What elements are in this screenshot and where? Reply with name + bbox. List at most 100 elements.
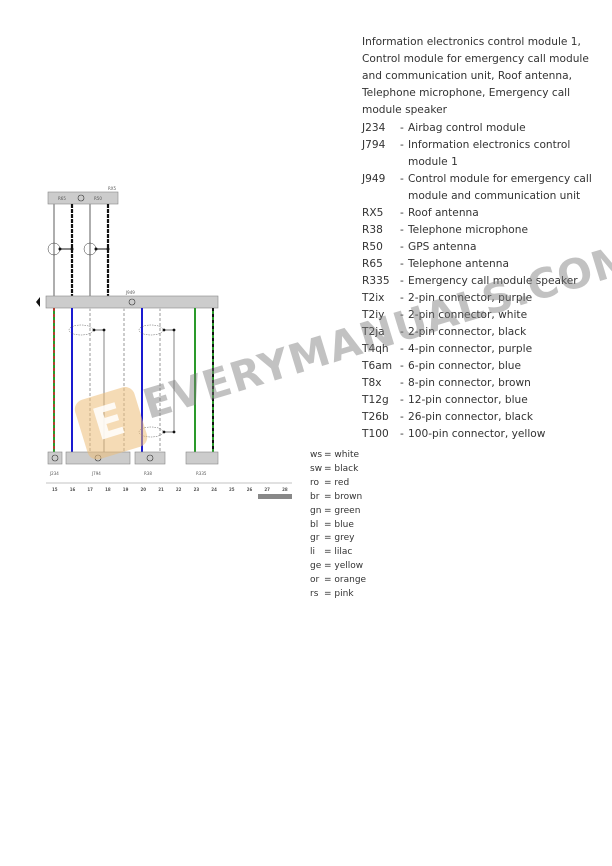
color-name: = green <box>324 505 361 516</box>
legend-code: T2ja <box>362 326 385 338</box>
grid-number: 20 <box>141 487 147 492</box>
legend-text: Control module for emergency call module… <box>408 173 592 202</box>
color-code-item: gn= green <box>310 505 366 519</box>
color-code: li <box>310 547 316 558</box>
color-code-item: gr = grey <box>310 532 366 546</box>
ground-icon <box>77 194 85 202</box>
main-module-label: J949 <box>125 290 135 295</box>
top-sub1-label: R65 <box>58 196 66 201</box>
color-name: = black <box>324 463 359 474</box>
color-code-item: br= brown <box>310 491 366 505</box>
legend-code: T26b <box>362 411 389 423</box>
top-module-label: RX5 <box>108 186 117 191</box>
legend-item: T100-100-pin connector, yellow <box>362 426 602 443</box>
module-box-r38 <box>134 451 166 465</box>
legend-text: 8-pin connector, brown <box>408 377 531 389</box>
legend-code: R50 <box>362 241 383 253</box>
grid-number: 18 <box>105 487 111 492</box>
grid-number: 21 <box>158 487 164 492</box>
diagram-id-badge <box>258 494 292 499</box>
bottom-label-j794: J794 <box>91 471 101 476</box>
legend-code: J234 <box>362 122 386 134</box>
legend-text: Emergency call module speaker <box>408 275 578 287</box>
grid-number: 17 <box>87 487 93 492</box>
legend-code: R38 <box>362 224 383 236</box>
legend-text: 100-pin connector, yellow <box>408 428 546 440</box>
legend-item: R335-Emergency call module speaker <box>362 273 602 290</box>
legend-item: T4qh-4-pin connector, purple <box>362 341 602 358</box>
legend-text: 4-pin connector, purple <box>408 343 533 355</box>
color-code: gr <box>310 533 320 544</box>
module-box-r335 <box>185 451 219 465</box>
grid-number: 16 <box>70 487 76 492</box>
color-code-item: sw= black <box>310 463 366 477</box>
legend-item: T12g-12-pin connector, blue <box>362 392 602 409</box>
color-name: = pink <box>324 589 354 600</box>
color-name: = red <box>324 477 350 488</box>
module-box-j234 <box>47 451 63 465</box>
legend-text: Telephone microphone <box>408 224 529 236</box>
grid-number: 25 <box>229 487 235 492</box>
color-code: ro <box>310 477 320 488</box>
legend-item: J949-Control module for emergency call m… <box>362 171 602 205</box>
legend-text: 2-pin connector, black <box>408 326 527 338</box>
ground-icon <box>128 298 136 306</box>
legend-text: Telephone antenna <box>408 258 509 270</box>
legend-code: J949 <box>362 173 386 185</box>
legend-text: Information electronics control module 1 <box>408 139 571 168</box>
legend-item: R65-Telephone antenna <box>362 256 602 273</box>
main-module-box <box>45 295 219 309</box>
color-code: ge <box>310 561 322 572</box>
bottom-label-j234: J234 <box>49 471 59 476</box>
legend-code: T4qh <box>362 343 389 355</box>
grid-number: 19 <box>123 487 129 492</box>
legend-item: R50-GPS antenna <box>362 239 602 256</box>
grid-number: 27 <box>264 487 270 492</box>
legend-item: T8x-8-pin connector, brown <box>362 375 602 392</box>
module-wires <box>53 308 214 452</box>
color-name: = grey <box>324 533 355 544</box>
legend-item: RX5-Roof antenna <box>362 205 602 222</box>
grid-number: 22 <box>176 487 182 492</box>
bottom-label-r335: R335 <box>196 471 207 476</box>
color-code-item: li = lilac <box>310 546 366 560</box>
color-name: = brown <box>324 491 363 502</box>
legend-code: R65 <box>362 258 383 270</box>
color-code: sw <box>310 463 323 474</box>
legend-text: Roof antenna <box>408 207 479 219</box>
legend-code: J794 <box>362 139 386 151</box>
module-box-j794 <box>65 451 131 465</box>
legend-text: Airbag control module <box>408 122 526 134</box>
color-code: gn <box>310 505 322 516</box>
color-code: bl <box>310 519 319 530</box>
arrow-icon <box>36 297 40 307</box>
color-code: or <box>310 575 320 586</box>
legend-item: T2iy-2-pin connector, white <box>362 307 602 324</box>
grid-number: 23 <box>194 487 200 492</box>
color-name: = orange <box>324 575 367 586</box>
legend-item: T2ix-2-pin connector, purple <box>362 290 602 307</box>
antenna-wires <box>47 204 110 296</box>
bottom-label-r38: R38 <box>144 471 152 476</box>
legend-item: T6am-6-pin connector, blue <box>362 358 602 375</box>
legend-text: 12-pin connector, blue <box>408 394 528 406</box>
legend-code: RX5 <box>362 207 384 219</box>
legend-text: 2-pin connector, white <box>408 309 528 321</box>
legend-code: T12g <box>362 394 389 406</box>
grid-number: 24 <box>211 487 217 492</box>
wiring-diagram: RX5 R65 R50 J949 <box>36 180 296 509</box>
color-name: = white <box>324 450 360 460</box>
color-code: rs <box>310 589 319 600</box>
legend-code: R335 <box>362 275 390 287</box>
legend-code: T2ix <box>362 292 385 304</box>
legend-text: 6-pin connector, blue <box>408 360 522 372</box>
color-code-item: ws= white <box>310 449 366 463</box>
color-name: = yellow <box>324 561 364 572</box>
legend-code: T6am <box>362 360 393 372</box>
color-name: = blue <box>324 519 354 530</box>
color-name: = lilac <box>324 547 353 558</box>
color-code-item: ge= yellow <box>310 560 366 574</box>
